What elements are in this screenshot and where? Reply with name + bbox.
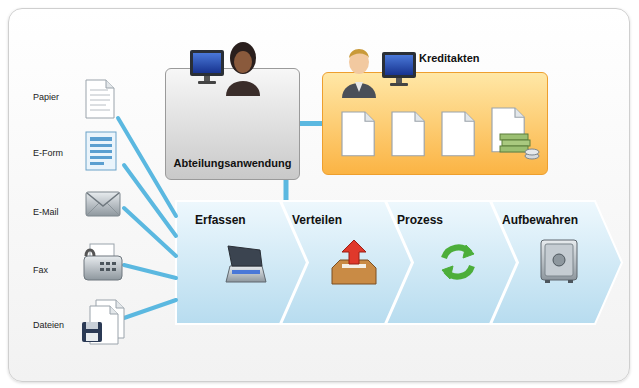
background-panel	[8, 8, 630, 382]
fax-icon	[84, 244, 122, 280]
clerk-icon	[190, 42, 260, 96]
archive-step: Aufbewahren	[490, 200, 623, 325]
application-box: Abteilungsanwendung	[165, 68, 300, 180]
input-wires	[118, 118, 176, 318]
step-label: Aufbewahren	[502, 213, 578, 227]
input-label: E-Mail	[33, 207, 59, 217]
box-heading: Kreditakten	[419, 52, 480, 64]
eform-icon	[86, 132, 116, 170]
step-label: Verteilen	[292, 213, 342, 227]
files-icon	[82, 300, 124, 344]
step-label: Prozess	[397, 213, 443, 227]
input-label: Papier	[33, 92, 59, 102]
email-icon	[86, 192, 120, 216]
step-label: Erfassen	[195, 213, 246, 227]
safe-icon	[541, 240, 577, 283]
input-label: Dateien	[33, 320, 64, 330]
input-label: E-Form	[33, 148, 63, 158]
connector-line	[286, 180, 287, 200]
connector-line	[300, 123, 322, 124]
scanner-icon	[226, 246, 266, 282]
officer-icon	[342, 49, 416, 98]
credit-documents	[342, 108, 539, 159]
credit-files-box: Kreditakten	[322, 72, 548, 175]
paper-icon	[86, 80, 114, 118]
process-cycle-icon	[442, 245, 474, 279]
input-label: Fax	[33, 265, 48, 275]
box-title: Abteilungsanwendung	[174, 157, 292, 169]
outbox-icon	[332, 240, 376, 284]
